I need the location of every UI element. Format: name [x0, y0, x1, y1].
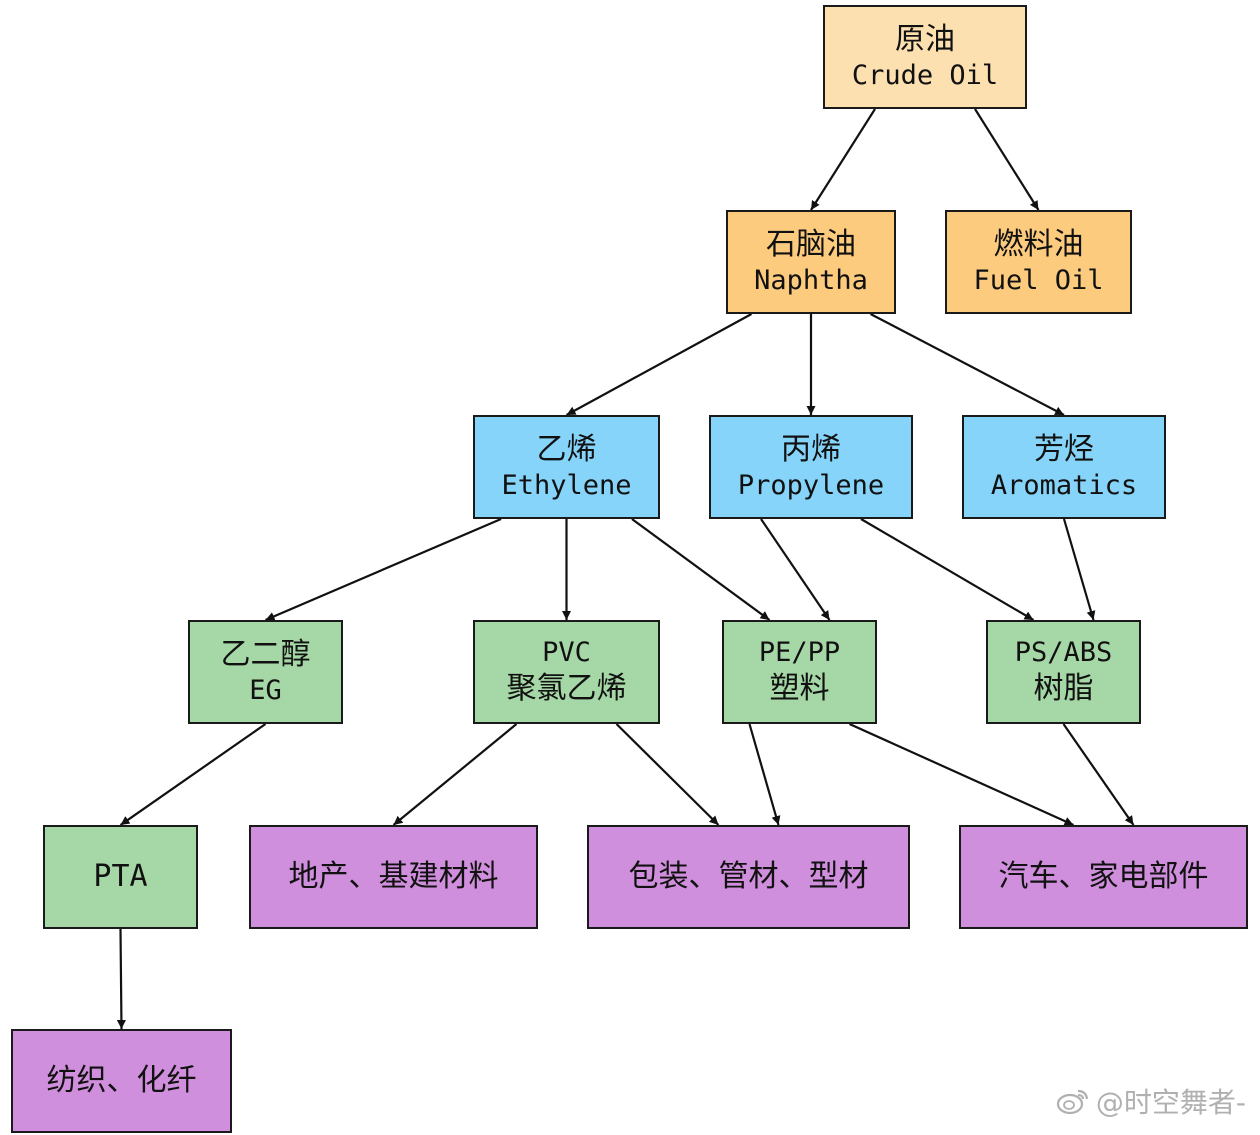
edge-aromatics-to-ps_abs — [1062, 518, 1096, 621]
node-auto-zh: 汽车、家电部件 — [998, 859, 1209, 895]
watermark: @时空舞者- — [1056, 1081, 1246, 1121]
node-pvc-en: PVC — [542, 637, 591, 669]
edge-crude_oil-to-naphtha — [810, 108, 876, 211]
node-ps-abs-en: PS/ABS — [1014, 637, 1113, 669]
node-real-estate: 地产、基建材料 — [249, 825, 538, 929]
node-aromatics: 芳烃 Aromatics — [962, 415, 1166, 519]
node-pvc: PVC 聚氯乙烯 — [473, 620, 660, 724]
node-ethylene-zh: 乙烯 — [536, 432, 597, 468]
edge-pta-to-textile — [116, 928, 126, 1030]
node-eg-en: EG — [249, 674, 282, 706]
node-crude-oil: 原油 Crude Oil — [823, 5, 1027, 109]
node-auto: 汽车、家电部件 — [959, 825, 1248, 929]
node-ethylene: 乙烯 Ethylene — [473, 415, 660, 519]
node-naphtha-en: Naphtha — [754, 264, 868, 296]
node-textile: 纺织、化纤 — [11, 1029, 232, 1133]
edge-crude_oil-to-fuel_oil — [974, 108, 1040, 211]
node-pe-pp-en: PE/PP — [758, 637, 841, 669]
edge-ps_abs-to-auto — [1062, 723, 1135, 826]
edge-pe_pp-to-packaging — [748, 723, 781, 826]
edge-ethylene-to-eg — [265, 517, 502, 622]
node-ps-abs-zh: 树脂 — [1033, 671, 1094, 707]
node-ps-abs: PS/ABS 树脂 — [986, 620, 1141, 724]
watermark-text: @时空舞者- — [1095, 1086, 1246, 1119]
edge-naphtha-to-aromatics — [869, 313, 1065, 416]
node-packaging-zh: 包装、管材、型材 — [628, 859, 869, 895]
edge-propylene-to-ps_abs — [860, 518, 1035, 621]
node-naphtha-zh: 石脑油 — [766, 227, 856, 263]
node-propylene: 丙烯 Propylene — [709, 415, 913, 519]
node-aromatics-zh: 芳烃 — [1034, 432, 1094, 468]
node-real-estate-zh: 地产、基建材料 — [288, 859, 499, 895]
node-propylene-zh: 丙烯 — [781, 432, 841, 468]
node-pvc-zh: 聚氯乙烯 — [506, 671, 627, 707]
node-pta-en: PTA — [93, 859, 148, 895]
node-fuel-oil-en: Fuel Oil — [973, 264, 1104, 296]
node-naphtha: 石脑油 Naphtha — [726, 210, 896, 314]
weibo-logo-icon — [1056, 1089, 1088, 1115]
node-eg-zh: 乙二醇 — [220, 637, 311, 673]
edge-pvc-to-packaging — [615, 723, 720, 826]
node-textile-zh: 纺织、化纤 — [46, 1063, 197, 1099]
node-pe-pp: PE/PP 塑料 — [722, 620, 877, 724]
node-packaging: 包装、管材、型材 — [587, 825, 910, 929]
node-pta: PTA — [43, 825, 198, 929]
node-ethylene-en: Ethylene — [501, 469, 632, 501]
node-eg: 乙二醇 EG — [188, 620, 343, 724]
edge-ethylene-to-pe_pp — [631, 518, 771, 621]
edge-naphtha-to-ethylene — [565, 313, 753, 416]
node-crude-oil-zh: 原油 — [895, 22, 955, 58]
node-propylene-en: Propylene — [737, 469, 885, 501]
node-crude-oil-en: Crude Oil — [851, 59, 999, 91]
edge-pe_pp-to-auto — [849, 722, 1074, 827]
node-pe-pp-zh: 塑料 — [769, 671, 830, 707]
edge-pvc-to-real_estate — [392, 723, 518, 826]
edge-eg-to-pta — [119, 723, 267, 826]
node-fuel-oil: 燃料油 Fuel Oil — [945, 210, 1132, 314]
node-aromatics-en: Aromatics — [990, 469, 1138, 501]
node-fuel-oil-zh: 燃料油 — [993, 227, 1084, 263]
edge-propylene-to-pe_pp — [760, 518, 831, 621]
